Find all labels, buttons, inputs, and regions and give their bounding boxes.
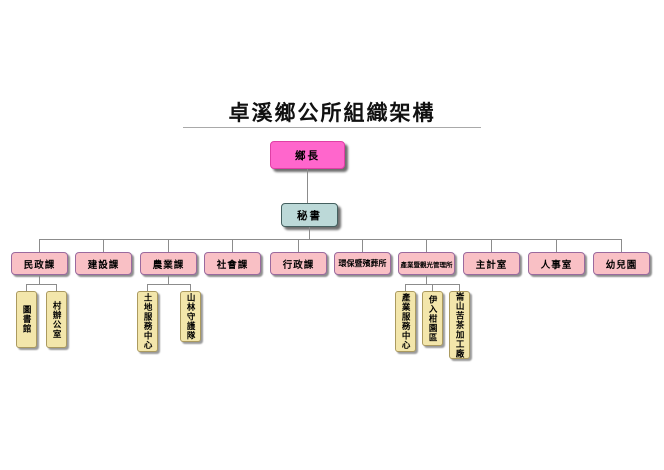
page-title: 卓溪鄉公所組織架構 (228, 102, 436, 125)
connector-stub (190, 284, 191, 291)
org-box-mayor: 鄉長 (270, 141, 345, 169)
connector-stub (556, 239, 557, 252)
org-box-environment-funeral: 環保暨殯葬所 (334, 252, 391, 275)
connector-stub (232, 239, 233, 252)
org-box-village-office: 村辦公室 (46, 291, 67, 348)
connector-branch (26, 284, 57, 285)
connector-stub (459, 284, 460, 291)
connector-stub (432, 284, 433, 291)
org-box-social-affairs: 社會課 (204, 252, 261, 275)
connector-stub (103, 239, 104, 252)
connector-stub (405, 284, 406, 291)
connector-stub (362, 239, 363, 252)
org-box-forest-patrol-team: 山林守護隊 (180, 291, 201, 342)
title-underline (183, 127, 481, 128)
connector-stub (426, 275, 427, 284)
connector-stub (426, 239, 427, 252)
org-box-kindergarten: 幼兒園 (593, 252, 650, 275)
connector-stub (39, 275, 40, 284)
connector-stub (26, 284, 27, 291)
connector-stub (298, 239, 299, 252)
connector-stub (56, 284, 57, 291)
connector-mayor-secretary (307, 169, 308, 203)
connector-stub (39, 239, 40, 252)
connector-secretary-bus (309, 227, 310, 239)
org-box-civil-affairs: 民政課 (11, 252, 68, 275)
org-box-land-service-center: 土地服務中心 (137, 291, 158, 352)
org-box-yirukan-orchard-area: 伊入柑園區 (422, 291, 443, 346)
org-box-accounting: 主計室 (463, 252, 520, 275)
connector-stub (168, 275, 169, 284)
org-box-agriculture: 農業課 (140, 252, 197, 275)
org-box-industry-service-center: 產業服務中心 (395, 291, 416, 352)
connector-branch (147, 284, 191, 285)
connector-bus (39, 239, 622, 240)
org-box-library: 圖書館 (16, 291, 37, 348)
org-box-personnel: 人事室 (528, 252, 585, 275)
org-box-secretary: 秘書 (281, 203, 338, 227)
connector-stub (621, 239, 622, 252)
connector-stub (147, 284, 148, 291)
org-box-industry-tourism: 產業暨觀光管理所 (398, 252, 455, 275)
org-box-administration: 行政課 (270, 252, 327, 275)
org-box-construction: 建設課 (75, 252, 132, 275)
connector-stub (491, 239, 492, 252)
connector-stub (168, 239, 169, 252)
org-box-lunshan-tea-factory: 崙山苦茶加工廠 (449, 291, 470, 359)
